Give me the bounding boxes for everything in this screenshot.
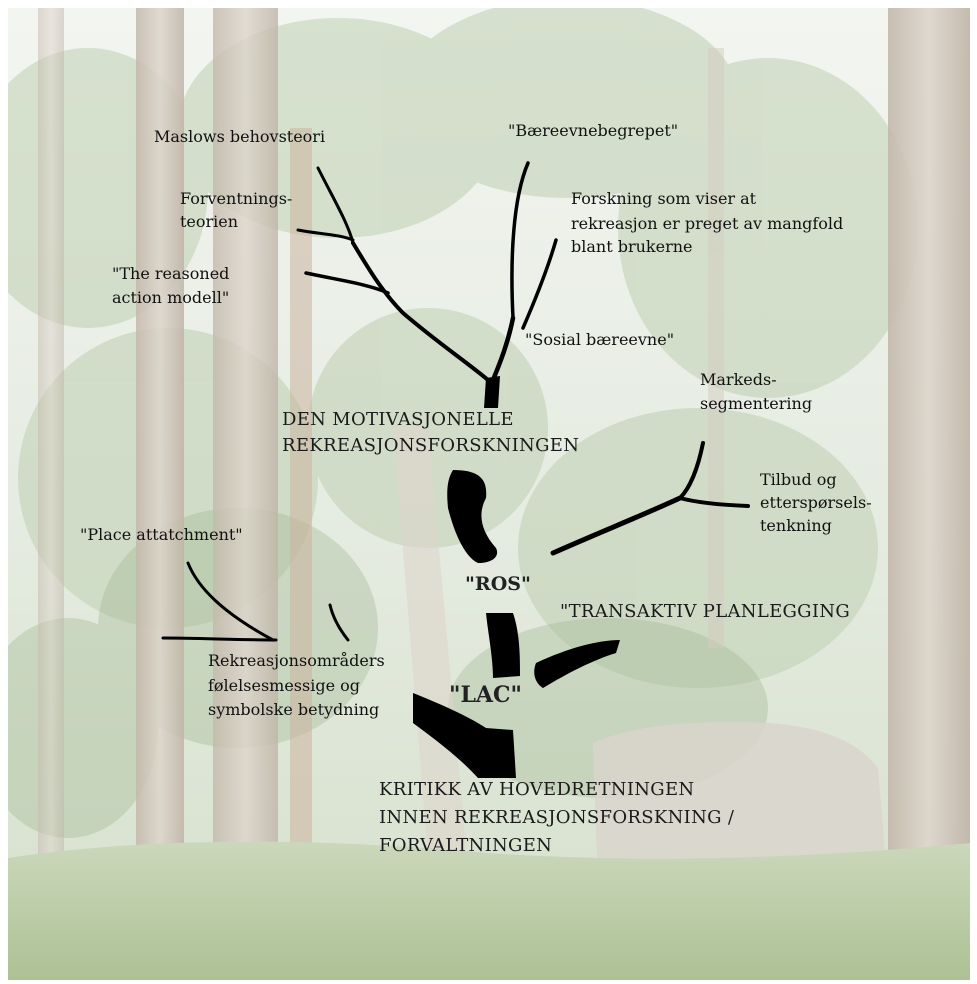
label-reasoned-line-2: action modell" bbox=[112, 288, 230, 307]
label-place-attatchment: "Place attatchment" bbox=[80, 525, 243, 544]
branch-maslow bbox=[316, 166, 355, 245]
label-den-motivasjonelle: DEN MOTIVASJONELLE REKREASJONSFORSKNINGE… bbox=[282, 408, 579, 457]
branch-tilbud bbox=[678, 496, 750, 508]
branch-small-twig bbox=[328, 603, 350, 642]
tree-trunks bbox=[38, 8, 970, 980]
label-reasoned-line-1: "The reasoned bbox=[112, 264, 230, 283]
label-kritikk-line-2: INNEN REKREASJONSFORSKNING / bbox=[379, 807, 735, 828]
trunk-lac bbox=[413, 693, 516, 778]
label-tilbud-line-2: etterspørsels- bbox=[760, 493, 872, 512]
concept-tree bbox=[161, 161, 750, 778]
label-forskning: Forskning som viser at rekreasjon er pre… bbox=[571, 188, 843, 257]
branch-main-left bbox=[351, 241, 490, 382]
trunk-motivasjonelle bbox=[447, 470, 498, 563]
label-kritikk: KRITIKK AV HOVEDRETNINGEN INNEN REKREASJ… bbox=[379, 778, 734, 857]
label-kritikk-line-1: KRITIKK AV HOVEDRETNINGEN bbox=[379, 779, 695, 800]
label-forventningsteorien-line-2: teorien bbox=[180, 212, 239, 231]
label-lac: "LAC" bbox=[449, 682, 522, 708]
label-tilbud-og-ettersporsel: Tilbud og etterspørsels- tenkning bbox=[760, 469, 872, 536]
label-motivasjonelle-line-2: REKREASJONSFORSKNINGEN bbox=[282, 435, 580, 456]
label-forventningsteorien: Forventnings- teorien bbox=[180, 188, 292, 232]
label-forskning-line-3: blant brukerne bbox=[571, 237, 693, 256]
diagram-canvas: Maslows behovsteori "Bæreevnebegrepet" F… bbox=[8, 8, 970, 980]
label-rekreasjonsomr-line-1: Rekreasjonsområders bbox=[208, 651, 385, 670]
branch-baereevne bbox=[510, 161, 530, 320]
branch-transaktiv bbox=[534, 640, 620, 688]
label-forskning-line-1: Forskning som viser at bbox=[571, 189, 757, 208]
branch-right-crown bbox=[490, 315, 516, 383]
label-markedssegmentering: Markeds- segmentering bbox=[700, 369, 812, 414]
label-kritikk-line-3: FORVALTNINGEN bbox=[379, 835, 553, 856]
branch-place bbox=[186, 561, 275, 642]
branch-forskning bbox=[521, 238, 558, 330]
label-maslow: Maslows behovsteori bbox=[154, 127, 326, 146]
label-sosial-baereevne: "Sosial bæreevne" bbox=[525, 330, 675, 349]
branch-reasoned bbox=[304, 271, 390, 295]
trunk-ros bbox=[486, 613, 520, 678]
label-markeds-line-2: segmentering bbox=[700, 394, 813, 413]
forest-floor bbox=[8, 841, 970, 980]
branch-place-ground bbox=[161, 636, 278, 642]
branch-forventning bbox=[296, 228, 355, 242]
label-rekreasjonsomr-line-3: symbolske betydning bbox=[208, 700, 380, 719]
trunk-top bbox=[484, 376, 500, 408]
label-markeds-line-1: Markeds- bbox=[700, 370, 777, 389]
branch-markeds bbox=[678, 441, 705, 500]
label-forventningsteorien-line-1: Forventnings- bbox=[180, 189, 293, 208]
forest-background bbox=[8, 8, 970, 980]
label-rekreasjonsomr-line-2: følelsesmessige og bbox=[208, 676, 360, 695]
label-forskning-line-2: rekreasjon er preget av mangfold bbox=[571, 214, 844, 233]
label-tilbud-line-1: Tilbud og bbox=[760, 470, 837, 489]
label-tilbud-line-3: tenkning bbox=[760, 516, 832, 535]
label-motivasjonelle-line-1: DEN MOTIVASJONELLE bbox=[282, 409, 514, 430]
label-reasoned-action: "The reasoned action modell" bbox=[112, 263, 229, 308]
branch-ros-right bbox=[550, 495, 683, 556]
label-rekreasjonsomraders: Rekreasjonsområders følelsesmessige og s… bbox=[208, 650, 385, 720]
label-ros: "ROS" bbox=[465, 573, 531, 595]
label-baereevnebegrepet: "Bæreevnebegrepet" bbox=[508, 121, 679, 140]
label-transaktiv-planlegging: "TRANSAKTIV PLANLEGGING bbox=[560, 601, 851, 622]
